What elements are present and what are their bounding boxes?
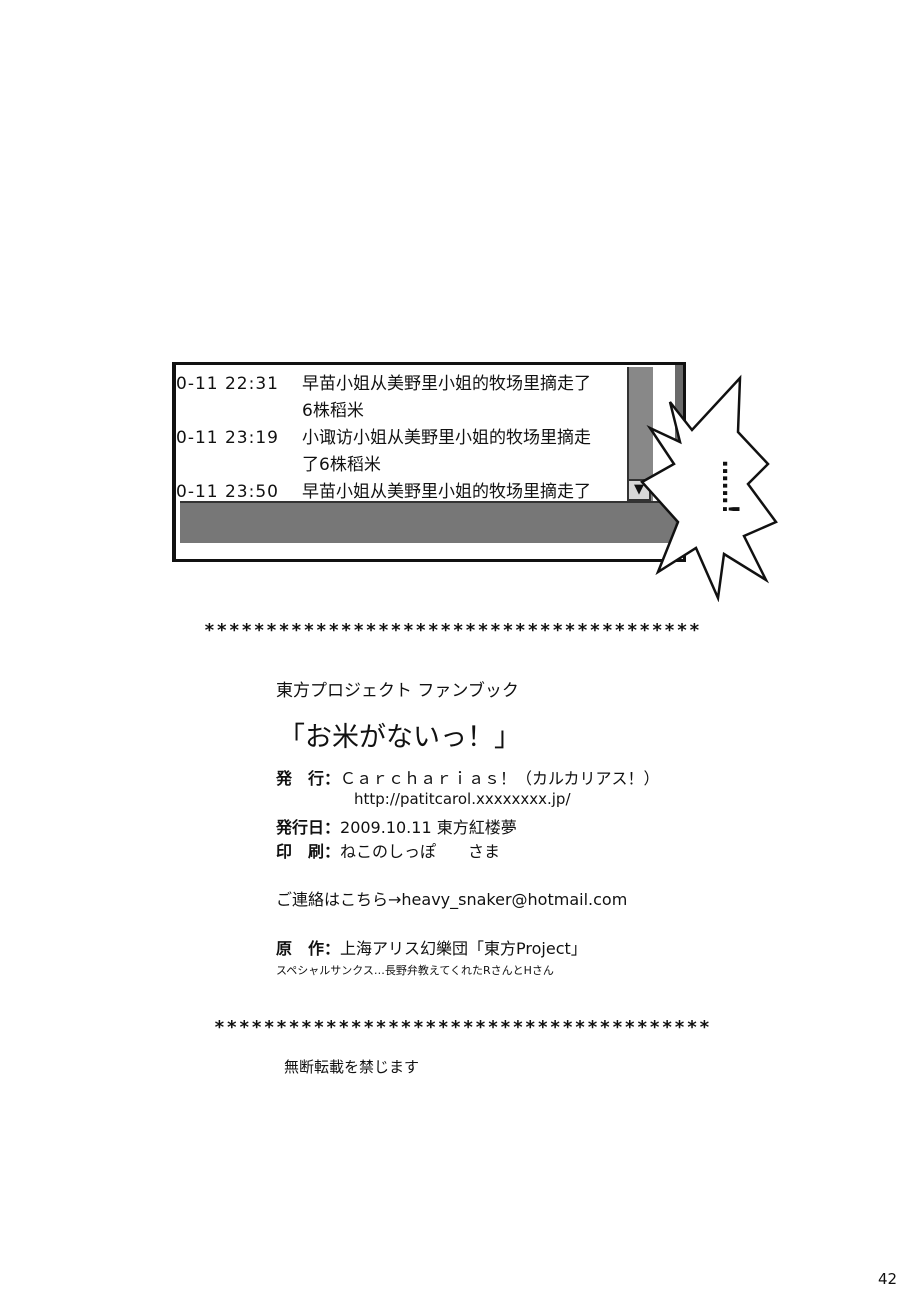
book-title: 「お米がないっ！」	[278, 722, 521, 753]
triangle-down-icon: ▼	[634, 482, 644, 497]
burst-shape	[640, 374, 778, 602]
copyright-notice: 無断転載を禁じます	[284, 1058, 420, 1076]
publisher-label: 発 行：	[276, 769, 341, 788]
log-entry: 0-11 23:50 早苗小姐从美野里小姐的牧场里摘走了	[176, 479, 622, 506]
log-list: 0-11 22:31 早苗小姐从美野里小姐的牧场里摘走了 6株稻米 0-11 2…	[176, 371, 622, 506]
publisher-row: 発 行：Ｃａｒｃｈａｒｉａｓ！（カルカリアス！）	[276, 765, 660, 789]
publisher-url: http://patitcarol.xxxxxxxx.jp/	[354, 790, 571, 808]
speech-burst	[640, 374, 778, 602]
printer-value: ねこのしっぽ さま	[340, 842, 501, 861]
log-time: 0-11 23:50	[176, 482, 279, 502]
series-label: 東方プロジェクト ファンブック	[276, 681, 519, 701]
date-label: 発行日：	[276, 818, 341, 837]
special-thanks: スペシャルサンクス…長野弁教えてくれたRさんとHさん	[276, 964, 554, 977]
log-time: 0-11 22:31	[176, 374, 279, 394]
log-text: 小诹访小姐从美野里小姐的牧场里摘走	[302, 428, 591, 448]
publisher-value: Ｃａｒｃｈａｒｉａｓ！（カルカリアス！）	[340, 769, 660, 788]
original-value: 上海アリス幻樂団「東方Project」	[340, 939, 587, 958]
input-bar	[180, 501, 683, 543]
original-label: 原 作：	[276, 939, 341, 958]
log-text-continuation: 了6株稻米	[302, 455, 381, 475]
date-row: 発行日：2009.10.11 東方紅楼夢	[276, 814, 517, 838]
printer-label: 印 刷：	[276, 842, 341, 861]
log-text: 早苗小姐从美野里小姐的牧场里摘走了	[302, 374, 591, 394]
date-value: 2009.10.11 東方紅楼夢	[340, 818, 517, 837]
chat-log-panel: 0-11 22:31 早苗小姐从美野里小姐的牧场里摘走了 6株稻米 0-11 2…	[172, 362, 686, 562]
page-number: 42	[878, 1270, 898, 1288]
separator-bottom: ****************************************	[214, 1017, 712, 1038]
log-entry: 0-11 22:31 早苗小姐从美野里小姐的牧场里摘走了	[176, 371, 622, 398]
log-entry-continuation: 了6株稻米	[176, 452, 622, 479]
log-time: 0-11 23:19	[176, 428, 279, 448]
log-text: 早苗小姐从美野里小姐的牧场里摘走了	[302, 482, 591, 502]
original-row: 原 作：上海アリス幻樂団「東方Project」	[276, 935, 587, 959]
burst-text: ……!	[717, 460, 742, 515]
log-text-continuation: 6株稻米	[302, 401, 364, 421]
printer-row: 印 刷：ねこのしっぽ さま	[276, 838, 500, 862]
separator-top: ****************************************	[204, 620, 702, 641]
log-entry-continuation: 6株稻米	[176, 398, 622, 425]
contact-line: ご連絡はこちら→heavy_snaker@hotmail.com	[276, 890, 628, 909]
log-entry: 0-11 23:19 小诹访小姐从美野里小姐的牧场里摘走	[176, 425, 622, 452]
